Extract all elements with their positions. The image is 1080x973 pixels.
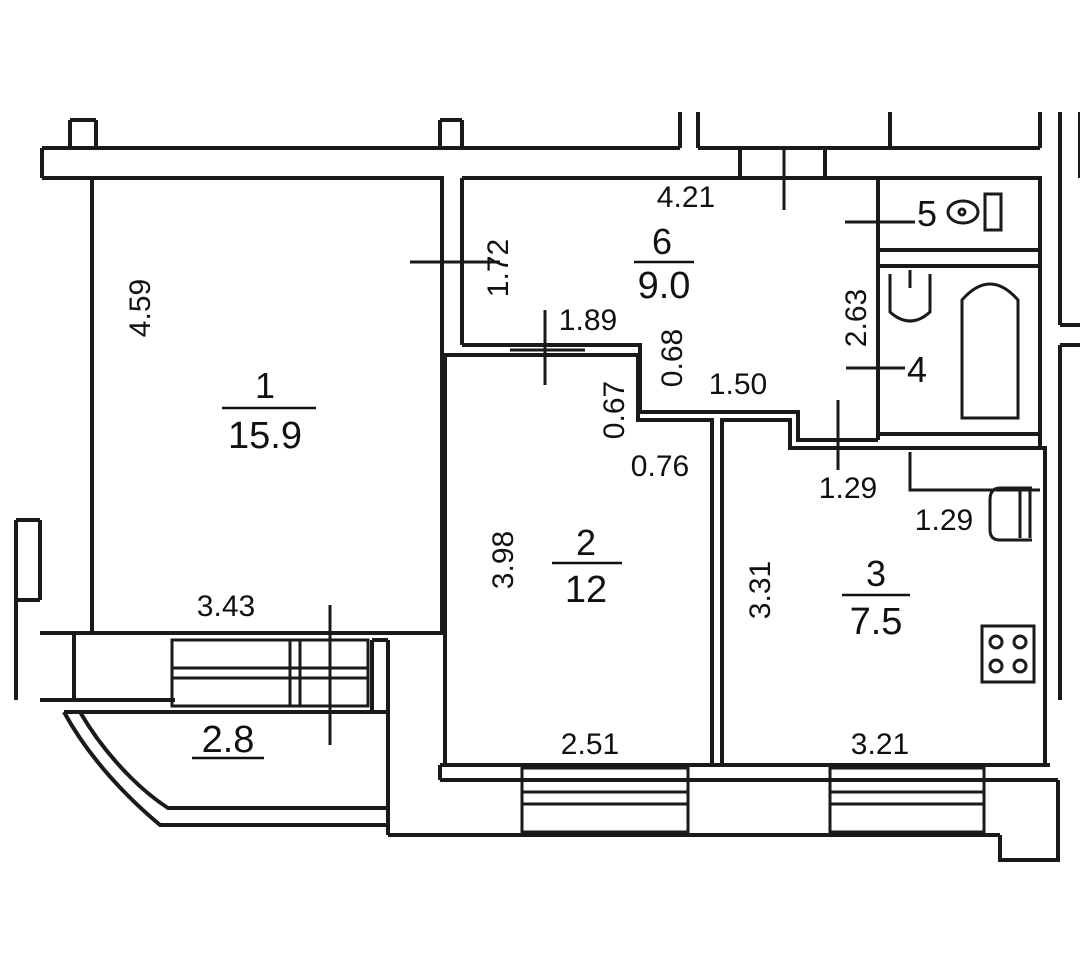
room-5-label: 5	[917, 193, 937, 234]
room-6-area: 9.0	[638, 265, 691, 307]
room-3-label: 3 7.5	[842, 553, 910, 643]
bathtub-icon	[960, 282, 1020, 420]
dim-hall-width: 4.21	[657, 181, 715, 214]
room-4-number: 4	[907, 349, 927, 390]
dim-hall-height: 1.72	[482, 239, 515, 297]
kitchen-counter	[908, 452, 1040, 492]
dim-room1-width: 3.43	[197, 590, 255, 623]
room-6-label: 6 9.0	[634, 221, 694, 307]
room-3-number: 3	[866, 553, 886, 594]
room-4-label: 4	[907, 349, 927, 390]
dim-corridor-0-67: 0.67	[598, 381, 631, 439]
dim-corridor-1-89: 1.89	[559, 304, 617, 337]
dim-balcony: 2.8	[202, 719, 255, 761]
dim-room1-height: 4.59	[124, 279, 157, 337]
dim-room3-width: 3.21	[851, 728, 909, 761]
room-1-area: 15.9	[228, 415, 302, 457]
stove-icon	[980, 624, 1036, 684]
dim-kitchen-1-29-a: 1.29	[819, 472, 877, 505]
dim-corridor-0-68: 0.68	[656, 329, 689, 387]
balcony-door	[170, 638, 370, 708]
room-1-number: 1	[255, 365, 275, 406]
window-room3	[828, 766, 986, 834]
dim-corridor-0-76: 0.76	[631, 450, 689, 483]
room-3-area: 7.5	[850, 601, 903, 643]
dimension-labels: 3.43 4.59 2.51 3.98 3.21 3.31 4.21 1.72 …	[124, 181, 973, 761]
dim-room2-width: 2.51	[561, 728, 619, 761]
ticks	[328, 148, 915, 745]
room-2-area: 12	[565, 569, 607, 611]
dim-bath-height: 2.63	[840, 289, 873, 347]
dim-kitchen-1-29-b: 1.29	[915, 504, 973, 537]
sink-icon	[888, 270, 932, 323]
room-6-number: 6	[652, 221, 672, 262]
balcony	[62, 710, 388, 827]
windows	[170, 638, 986, 834]
dim-corridor-1-50: 1.50	[709, 368, 767, 401]
dim-room3-height: 3.31	[744, 561, 777, 619]
toilet-icon	[946, 192, 1003, 232]
dim-room2-height: 3.98	[487, 531, 520, 589]
room-1-label: 1 15.9	[222, 365, 316, 457]
kitchen-sink-icon	[988, 486, 1032, 542]
room-2-number: 2	[576, 522, 596, 563]
walls	[14, 112, 1080, 862]
window-room2	[520, 766, 690, 834]
room-2-label: 2 12	[552, 522, 622, 611]
room-5-number: 5	[917, 193, 937, 234]
